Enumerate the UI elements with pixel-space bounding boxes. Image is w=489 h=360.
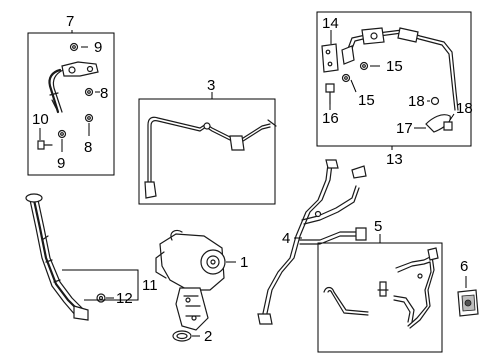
callout-11: 11 [142,277,158,294]
bolt-10 [37,140,53,150]
box-group-13 [316,11,472,147]
water-pipe-4 [257,159,367,325]
callout-2: 2 [204,328,212,345]
oil-line-3 [144,116,277,199]
callout-8-lower: 8 [84,139,92,156]
gasket-2 [172,330,192,342]
hose-17 [425,114,451,133]
callout-18-b: 18 [456,100,473,117]
box-group-5 [317,242,443,353]
callout-10: 10 [32,111,49,128]
box-group-7 [27,32,115,176]
leader-15b [350,79,357,93]
washer-8-lower [84,113,94,123]
clip-18-b [443,121,453,131]
callout-14: 14 [322,15,339,32]
leader-18b [449,113,455,121]
callout-6: 6 [460,258,468,275]
pipe-5-right [395,247,439,329]
washer-9-lower [57,129,67,139]
coolant-line-7 [48,61,99,114]
leader-11 [62,269,139,301]
washer-15-lower [341,73,351,83]
callout-9-top: 9 [94,39,102,56]
valve-6 [457,289,479,317]
bracket-14 [321,43,339,73]
washer-8-right [84,87,94,97]
callout-18-a: 18 [408,93,425,110]
oil-feed-line-13 [341,27,459,111]
callout-17: 17 [396,120,413,137]
hose-5-middle [393,295,415,323]
connector-5 [377,281,389,297]
callout-1: 1 [240,254,248,271]
callout-12: 12 [116,290,133,307]
washer-15-top [359,61,369,71]
callout-4: 4 [282,230,290,247]
clip-18-a [430,96,440,106]
callout-8-top: 8 [100,85,108,102]
coolant-pipe-11 [25,193,89,321]
callout-3: 3 [207,77,215,94]
washer-12 [96,293,106,303]
hose-5-left [323,286,369,316]
callout-16: 16 [322,110,339,127]
callout-9-lower: 9 [57,155,65,172]
turbocharger-1 [155,229,226,331]
bolt-16 [325,83,335,105]
callout-15-lower: 15 [358,92,375,109]
callout-7: 7 [66,13,74,30]
washer-9-top [69,42,79,52]
box-group-3 [138,98,276,205]
callout-5: 5 [374,218,382,235]
callout-13: 13 [386,151,403,168]
callout-15-top: 15 [386,58,403,75]
